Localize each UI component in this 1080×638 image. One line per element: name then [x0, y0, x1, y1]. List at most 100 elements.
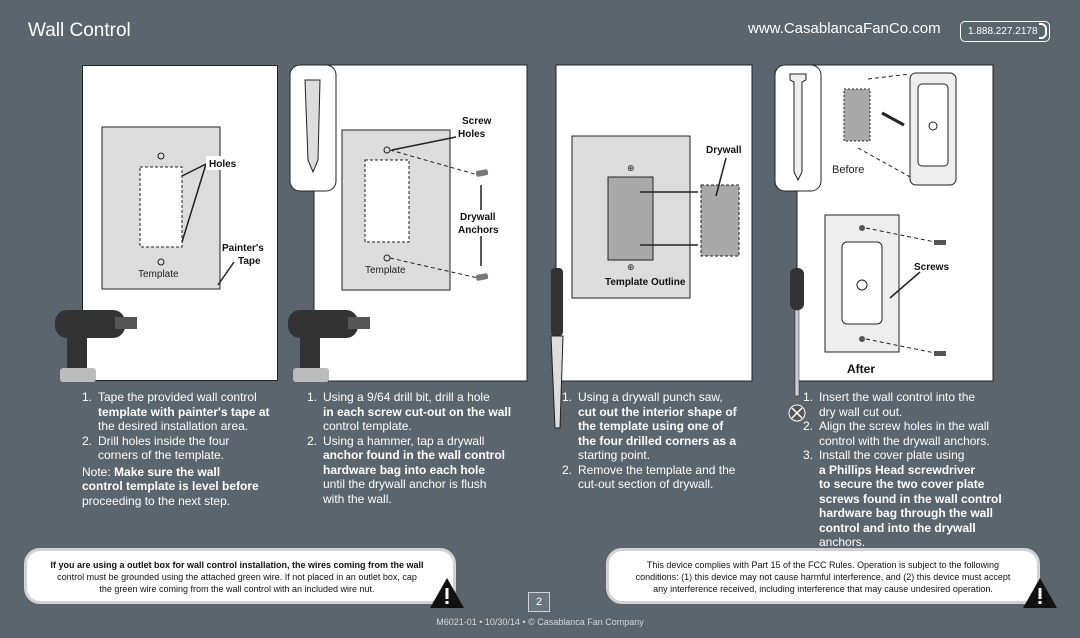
step-text: starting point. [578, 448, 651, 462]
step-text-bold: in each screw cut-out on the wall [323, 404, 512, 419]
drywall-cutout [607, 176, 654, 261]
label-template-outline: Template Outline [605, 277, 686, 288]
drywall-piece [700, 184, 740, 257]
step-text-bold: cut out the interior shape of [578, 404, 737, 419]
step-text: control template. [323, 419, 412, 433]
label-template-2: Template [365, 265, 406, 276]
arrow [217, 261, 235, 286]
step-text-bold: hardware bag through the wall [819, 506, 994, 520]
warning-icon [1023, 578, 1057, 608]
guide-line [867, 73, 911, 80]
drill-icon [288, 310, 370, 382]
label-anchors: Anchors [458, 225, 499, 236]
steps-column-2: 1.Using a 9/64 drill bit, drill a hole i… [307, 390, 537, 506]
wall-control-face [917, 83, 949, 167]
template-cutout [139, 166, 183, 248]
label-before: Before [832, 164, 864, 176]
arrow [181, 163, 207, 243]
page-number: 2 [528, 592, 550, 612]
step-text-bold: hardware bag into each hole [323, 462, 486, 477]
guide-line [389, 257, 479, 279]
saw-icon [550, 268, 564, 429]
anchor-icon [304, 79, 321, 174]
warning-box-left: If you are using a outlet box for wall c… [24, 548, 456, 604]
page-title: Wall Control [28, 20, 131, 41]
step-text: Using a hammer, tap a drywall [323, 433, 485, 448]
screwdriver-icon [790, 268, 804, 397]
arrow [881, 111, 905, 127]
step-text: dry wall cut out. [819, 404, 903, 419]
footer: M6021-01 • 10/30/14 • © Casablanca Fan C… [436, 617, 644, 627]
screw-hole [157, 258, 165, 266]
drill-icon [55, 310, 137, 382]
cover-screw [859, 225, 865, 231]
step-text-bold: to secure the two cover plate [819, 477, 985, 491]
step-text-bold: the template using one of [578, 419, 724, 433]
note-text: proceeding to the next step. [82, 493, 231, 508]
fcc-text: conditions: (1) this device may not caus… [635, 572, 1011, 582]
step-text-bold: template with painter's tape at [98, 404, 270, 419]
guide-line [865, 227, 941, 244]
fcc-text: This device complies with Part 15 of the… [646, 560, 1000, 570]
step-text: Insert the wall control into the [819, 390, 976, 404]
screw-small-icon [934, 351, 946, 356]
guide-line [389, 149, 479, 176]
step-text: Drill holes inside the four [98, 433, 230, 448]
steps-column-4: 1.Insert the wall control into the dry w… [803, 390, 1033, 550]
phillips-icon [788, 404, 806, 422]
guide-line [857, 147, 913, 179]
warning-text: If you are using a outlet box for wall c… [50, 560, 424, 570]
step-text: Align the screw holes in the wall [819, 419, 990, 433]
screw-small-icon [934, 240, 946, 245]
step-text: with the wall. [323, 491, 392, 506]
arrow [181, 163, 207, 177]
steps-column-1: 1.Tape the provided wall control templat… [82, 390, 292, 508]
label-after: After [847, 362, 875, 376]
step-text: until the drywall anchor is flush [323, 477, 487, 491]
arrow [391, 136, 457, 151]
label-screws: Screws [914, 262, 949, 273]
note-label: Note: [82, 464, 111, 479]
warning-text: the green wire coming from the wall cont… [99, 584, 375, 594]
step-text-bold: screws found in the wall control [819, 491, 1002, 506]
arrow [715, 157, 727, 197]
step-text: Install the cover plate using [819, 448, 965, 462]
power-icon [928, 121, 938, 131]
drywall-cutout-4 [843, 88, 871, 142]
crosshair-icon: ⊕ [627, 164, 635, 174]
step-text: Tape the provided wall control [98, 390, 257, 404]
crosshair-icon: ⊕ [627, 263, 635, 273]
anchor-small-icon [475, 169, 489, 177]
step-text: Using a drywall punch saw, [578, 390, 723, 404]
step-text-bold: control and into the drywall [819, 520, 976, 535]
screw-icon [789, 73, 807, 182]
cover-plate-face [841, 241, 883, 325]
step-text: Using a 9/64 drill bit, drill a hole [323, 390, 490, 404]
website-link[interactable]: www.CasablancaFanCo.com [748, 20, 941, 37]
step-text-bold: a Phillips Head screwdriver [819, 462, 976, 477]
label-bg [206, 156, 232, 170]
label-screw: Screw [462, 116, 492, 127]
label-template: Template [138, 269, 179, 280]
note-bold: control template is level before [82, 479, 259, 493]
phone-icon [1039, 23, 1047, 39]
label-drywall-3: Drywall [706, 145, 742, 156]
label-painters-tape-2: Tape [238, 256, 261, 267]
step-text: cut-out section of drywall. [578, 477, 714, 491]
step-text: the desired installation area. [98, 419, 249, 433]
warning-icon [430, 578, 464, 608]
phone-label: 1.888.227.2178 [968, 26, 1038, 37]
label-painters-tape: Painter's [222, 243, 264, 254]
step-text: corners of the template. [98, 448, 225, 462]
step-text-bold: anchor found in the wall control [323, 448, 505, 462]
label-holes-2: Holes [458, 129, 486, 140]
step-text: control with the drywall anchors. [819, 433, 990, 448]
step-text: Remove the template and the [578, 462, 736, 477]
cover-screw [859, 336, 865, 342]
power-icon [856, 279, 868, 291]
note-bold: Make sure the wall [114, 464, 221, 479]
label-drywall: Drywall [460, 212, 496, 223]
fcc-text: any interference received, including int… [653, 584, 993, 594]
step-text-bold: the four drilled corners as a [578, 433, 737, 448]
